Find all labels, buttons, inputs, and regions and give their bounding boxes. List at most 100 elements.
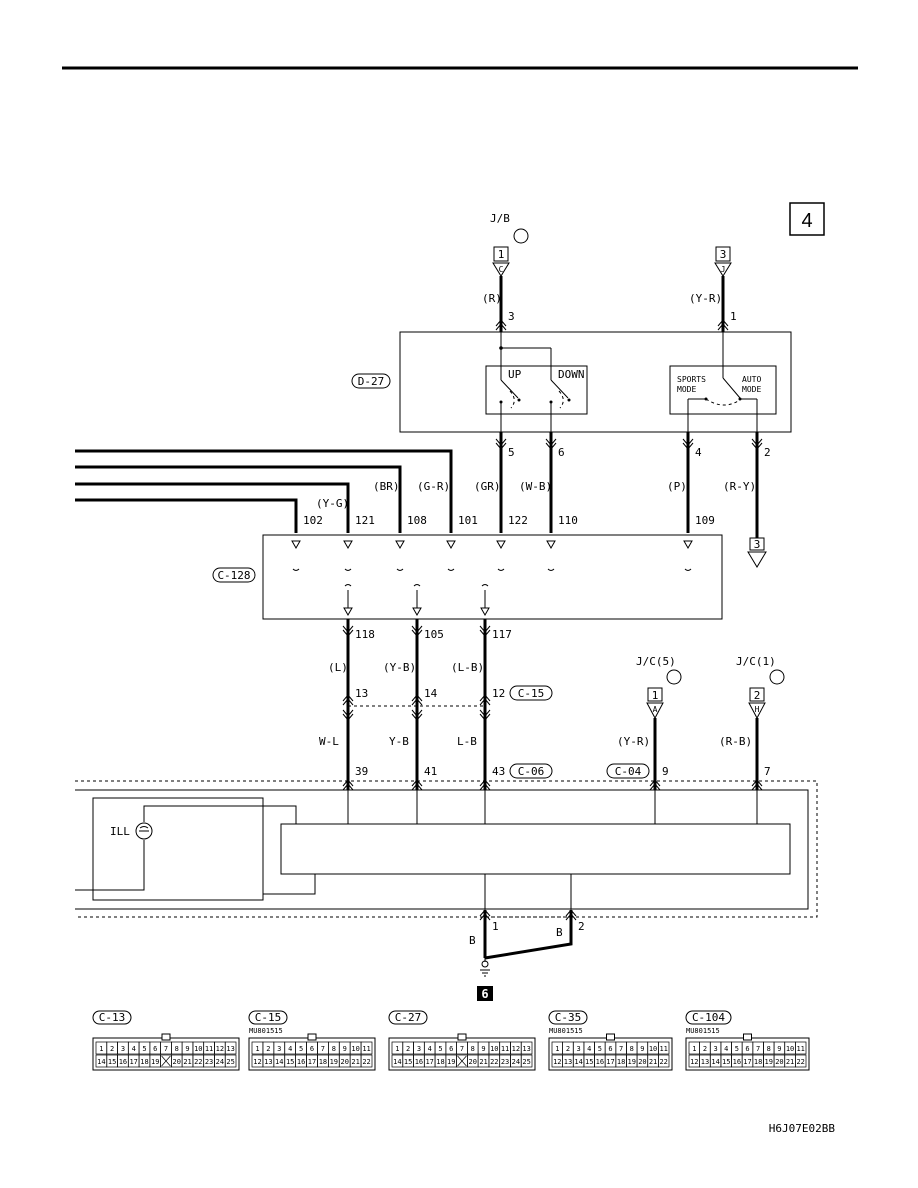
wire-color-g-r: (G-R)	[417, 480, 450, 493]
connector-pin: 11	[659, 1045, 667, 1053]
connector-pin: 11	[205, 1045, 213, 1053]
ill-subunit	[92, 797, 264, 901]
connector-pin: 1	[99, 1045, 103, 1053]
c128-label-box	[212, 567, 256, 583]
connector-pin: 6	[449, 1045, 453, 1053]
connector-pin: 17	[425, 1058, 433, 1066]
connector-pin: 21	[183, 1058, 191, 1066]
d27-pin-6: 6	[558, 446, 565, 459]
connector-pin: 2	[266, 1045, 270, 1053]
control-module	[280, 823, 791, 875]
ill-label: ILL	[110, 825, 130, 838]
wire-color-r: (R)	[482, 292, 502, 305]
connector-pin: 15	[585, 1058, 593, 1066]
c15-label: C-15	[518, 687, 545, 700]
connector-pin: 19	[330, 1058, 338, 1066]
c06-label-box	[509, 763, 553, 779]
control-unit: ILL	[75, 780, 818, 918]
connector-pin: 17	[606, 1058, 614, 1066]
c06-pin-41: 41	[424, 765, 437, 778]
connector-pin: 16	[297, 1058, 305, 1066]
connector-pin: 5	[598, 1045, 602, 1053]
c128-pin-121: 121	[355, 514, 375, 527]
connector-pin: 14	[275, 1058, 283, 1066]
connector-pin: 15	[286, 1058, 294, 1066]
d27-switch-box: D-27 UP DOWN SPORTS MODE AUTO MODE	[351, 331, 792, 433]
connector-pin: 19	[151, 1058, 159, 1066]
c06-label: C-06	[518, 765, 545, 778]
jc5-letter: A	[653, 705, 658, 714]
connector-pin: 20	[638, 1058, 646, 1066]
wire-color-r-y: (R-Y)	[723, 480, 756, 493]
connector-pin: 17	[743, 1058, 751, 1066]
connector-pin: 9	[777, 1045, 781, 1053]
terminal-mark	[495, 319, 507, 331]
connector-pin: 11	[362, 1045, 370, 1053]
connector-pin: 15	[404, 1058, 412, 1066]
d27-pin-3: 3	[508, 310, 515, 323]
connector-pin: 15	[108, 1058, 116, 1066]
connector-pin: 9	[343, 1045, 347, 1053]
c128-joint-box: C-128	[212, 534, 723, 620]
connector-pin: 10	[351, 1045, 359, 1053]
connector-part-number: MU801515	[549, 1027, 583, 1035]
jb-left-num: 1	[498, 248, 505, 261]
auto-mode-line2: MODE	[742, 385, 761, 394]
connector-pin: 10	[194, 1045, 202, 1053]
connector-pin: 23	[205, 1058, 213, 1066]
jb-left-letter: C	[499, 265, 504, 274]
connector-part-number: MU801515	[686, 1027, 720, 1035]
ground-point-icon	[481, 960, 489, 968]
c128-pin-117: 117	[492, 628, 512, 641]
connector-pin: 9	[640, 1045, 644, 1053]
connector-pin: 11	[796, 1045, 804, 1053]
c128-pin-118: 118	[355, 628, 375, 641]
c04-label-box	[606, 763, 650, 779]
connector-pin: 24	[216, 1058, 224, 1066]
connector-pin: 17	[308, 1058, 316, 1066]
d27-pin-4: 4	[695, 446, 702, 459]
ground-id: 6	[481, 987, 488, 1001]
jc5-connector: 1 A	[646, 687, 664, 720]
figure-code: H6J07E02BB	[769, 1122, 836, 1135]
d27-label-box	[351, 373, 391, 389]
c04-pin-9: 9	[662, 765, 669, 778]
connector-pin: 17	[129, 1058, 137, 1066]
updown-switch	[485, 365, 588, 415]
wire-color-l-b: (L-B)	[451, 661, 484, 674]
jb-label: J/B	[490, 212, 510, 225]
offpage-connector-3: 3	[747, 537, 767, 568]
connector-pin: 13	[701, 1058, 709, 1066]
connector-pin: 1	[555, 1045, 559, 1053]
wire-color-w-b: (W-B)	[519, 480, 552, 493]
connector-pin: 5	[299, 1045, 303, 1053]
c06-pin-39: 39	[355, 765, 368, 778]
ground-wires	[479, 909, 577, 977]
c15-label-box	[509, 685, 553, 701]
connector-pin: 21	[786, 1058, 794, 1066]
connector-pin: 25	[522, 1058, 530, 1066]
d27-bottom-wires	[495, 432, 763, 538]
connector-pin: 13	[564, 1058, 572, 1066]
connector-label: C-27	[395, 1011, 422, 1024]
c128-pin-108: 108	[407, 514, 427, 527]
connector-pin: 4	[428, 1045, 432, 1053]
sports-mode-line2: MODE	[677, 385, 696, 394]
c04-label: C-04	[615, 765, 642, 778]
d27-label: D-27	[358, 375, 385, 388]
auto-mode-line1: AUTO	[742, 375, 761, 384]
connector-pin: 22	[490, 1058, 498, 1066]
connector-pin: 12	[512, 1045, 520, 1053]
connector-pin: 7	[321, 1045, 325, 1053]
c15-pin-13: 13	[355, 687, 368, 700]
connector-pin: 22	[659, 1058, 667, 1066]
wire-color-p: (P)	[667, 480, 687, 493]
c128-pin-102: 102	[303, 514, 323, 527]
connector-pin: 18	[319, 1058, 327, 1066]
connector-pin: 3	[713, 1045, 717, 1053]
jc1-circle-marker	[769, 669, 785, 685]
connector-pin: 9	[185, 1045, 189, 1053]
